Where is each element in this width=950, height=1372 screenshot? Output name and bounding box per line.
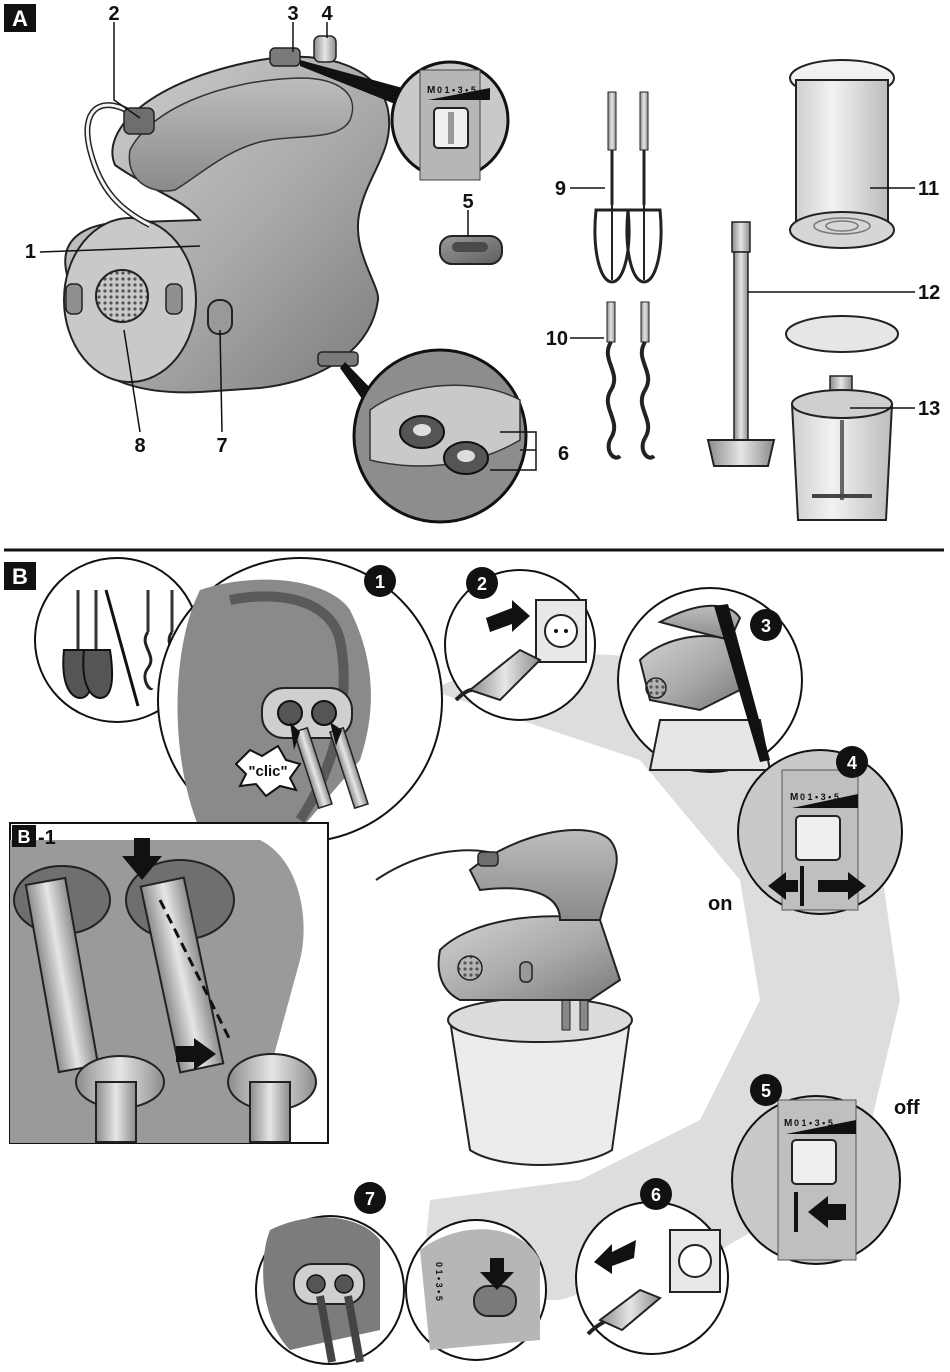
- callout-5: 5: [462, 191, 473, 213]
- step-2-plug-in: [445, 570, 595, 720]
- turbo-button: [314, 36, 336, 62]
- switch-knob-on: [796, 816, 840, 860]
- blender-foot: [708, 222, 774, 466]
- sockets-detail-view: [340, 350, 526, 522]
- step-number-2: 2: [477, 574, 487, 594]
- step-5-switch-off: M 0 1 • 3 • 5: [732, 1096, 900, 1264]
- speed-switch-top: [270, 48, 300, 66]
- clic-label: "clic": [248, 763, 287, 780]
- section-b: B "clic": [4, 558, 920, 1364]
- underside-sockets: [318, 352, 358, 366]
- b1-tag-letter: B: [18, 827, 31, 847]
- callout-8: 8: [134, 435, 145, 457]
- ejector-button: [208, 300, 232, 334]
- air-vent-grille: [96, 270, 148, 322]
- step-1-insert-beaters: "clic": [158, 558, 442, 842]
- callout-13: 13: [918, 398, 940, 420]
- callout-9: 9: [555, 178, 566, 200]
- step-number-5: 5: [761, 1081, 771, 1101]
- off-label: off: [894, 1097, 920, 1119]
- switch-scale-marks-eject: 0 1 • 3 • 5: [434, 1262, 444, 1301]
- switch-scale-label-a: M: [427, 85, 435, 96]
- step-7-eject-beaters: 0 1 • 3 • 5: [256, 1216, 546, 1364]
- step-number-1: 1: [375, 572, 385, 592]
- callout-2: 2: [108, 3, 119, 25]
- section-a-tag: A: [12, 6, 28, 31]
- cord-grommet: [124, 108, 154, 134]
- section-a: A M 0 1 • 3 • 5: [4, 3, 940, 522]
- storage-clip: [440, 236, 502, 264]
- on-label: on: [708, 893, 732, 915]
- side-grip-left: [66, 284, 82, 314]
- step-number-6: 6: [651, 1185, 661, 1205]
- callout-7: 7: [216, 435, 227, 457]
- blender-jug: [790, 60, 894, 248]
- switch-scale-label-on: M: [790, 792, 798, 803]
- mixer-with-bowl: [376, 830, 632, 1165]
- callout-6: 6: [558, 443, 569, 465]
- b1-tag-suffix: -1: [38, 827, 56, 849]
- callout-4: 4: [321, 3, 333, 25]
- b1-inset-detail: B -1: [10, 823, 328, 1143]
- chopper-attachment: [786, 316, 898, 520]
- side-grip-right: [166, 284, 182, 314]
- section-b-tag: B: [12, 564, 28, 589]
- hand-mixer-illustration: [64, 36, 389, 392]
- step-6-unplug: [576, 1202, 728, 1354]
- step-number-3: 3: [761, 616, 771, 636]
- callout-10: 10: [546, 328, 568, 350]
- chopper-lid: [786, 316, 898, 352]
- switch-scale-label-off: M: [784, 1118, 792, 1129]
- eject-button: [474, 1286, 516, 1316]
- step-number-7: 7: [365, 1189, 375, 1209]
- callout-11: 11: [918, 178, 939, 200]
- switch-knob-off: [792, 1140, 836, 1184]
- step-number-4: 4: [847, 753, 857, 773]
- callout-1: 1: [25, 241, 36, 263]
- callout-3: 3: [287, 3, 298, 25]
- callout-12: 12: [918, 282, 940, 304]
- beaters-whisks: [595, 92, 661, 282]
- dough-hooks: [607, 302, 654, 458]
